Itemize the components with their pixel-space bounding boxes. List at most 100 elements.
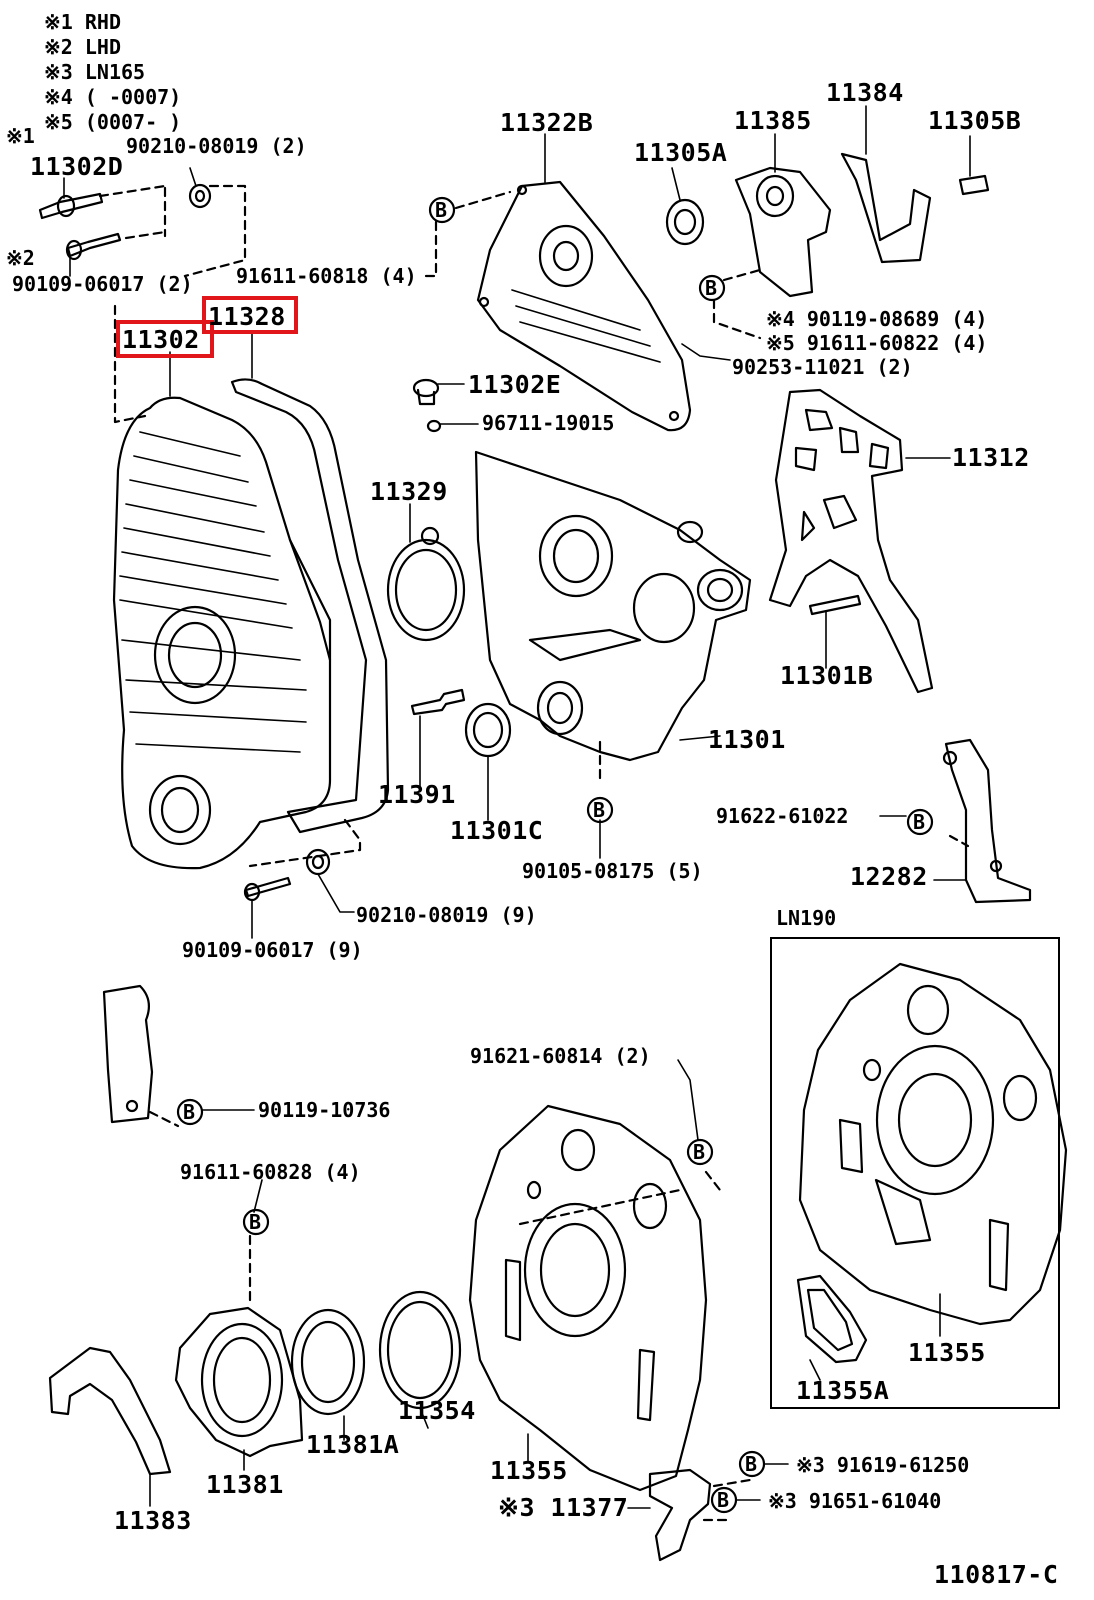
- bracket-11384: [840, 152, 932, 264]
- plug-96711: [426, 419, 442, 433]
- end-plate-11355-inset: [798, 962, 1068, 1326]
- gasket-11312: [768, 388, 934, 694]
- part-label-11312: 11312: [952, 443, 1030, 472]
- dashed-leaders-top-left: [98, 184, 247, 424]
- washer-90210-bottom: [305, 848, 331, 876]
- inset-box-ln190: [770, 937, 1060, 1409]
- washer-90210-top: [188, 183, 212, 209]
- bracket-lower-left: [102, 984, 154, 1124]
- part-label-11384: 11384: [826, 78, 904, 107]
- highlight-box-11328: [202, 296, 298, 334]
- inset-title: LN190: [776, 906, 837, 930]
- dashed-leader-cover-bottom: [248, 818, 362, 868]
- retainer-11381: [174, 1306, 304, 1458]
- part-label-11381: 11381: [206, 1470, 284, 1499]
- note-line: ※5 (0007- ): [44, 110, 182, 134]
- part-label-11305b: 11305B: [928, 106, 1022, 135]
- part-label-91619-61250: ※3 91619-61250: [796, 1453, 970, 1477]
- part-label-11328: 11328: [208, 302, 286, 331]
- stud-11301b: [808, 594, 862, 616]
- plug-11302e: [412, 378, 440, 406]
- callout-b-11381: B: [249, 1210, 262, 1234]
- bolt-11391: [410, 688, 466, 716]
- bracket-11377: [648, 1468, 712, 1562]
- callout-b-11355: B: [693, 1140, 706, 1164]
- part-label-11302d: 11302D: [30, 152, 124, 181]
- seal-11301c: [464, 702, 512, 758]
- retainer-11383: [48, 1346, 172, 1476]
- cover-plate-11322b: [476, 180, 692, 432]
- part-label-11329: 11329: [370, 477, 448, 506]
- dashed-leader-bracket: [148, 1110, 180, 1128]
- bracket-12282: [942, 738, 1032, 904]
- part-label-90253-11021: 90253-11021 (2): [732, 355, 913, 379]
- part-label-90210-08019-bottom: 90210-08019 (9): [356, 903, 537, 927]
- note-line: ※2 LHD: [44, 35, 121, 59]
- part-label-11301c: 11301C: [450, 816, 544, 845]
- end-plate-11355: [468, 1104, 708, 1492]
- part-label-11355: 11355: [490, 1456, 568, 1485]
- dashed-leader-11377: [702, 1478, 752, 1522]
- callout-b-11322b: B: [435, 198, 448, 222]
- part-label-11305a: 11305A: [634, 138, 728, 167]
- part-label-91611-60828: 91611-60828 (4): [180, 1160, 361, 1184]
- part-label-11355a: 11355A: [796, 1376, 890, 1405]
- seal-11381a: [290, 1308, 366, 1416]
- part-label-11355-inset: 11355: [908, 1338, 986, 1367]
- part-label-11302: 11302: [122, 325, 200, 354]
- part-label-11391: 11391: [378, 780, 456, 809]
- seal-11305a: [665, 198, 705, 246]
- part-label-90109-06017-top: 90109-06017 (2): [12, 272, 193, 296]
- part-label-11383: 11383: [114, 1506, 192, 1535]
- part-label-11385: 11385: [734, 106, 812, 135]
- part-label-12282: 12282: [850, 862, 928, 891]
- part-label-90119-08689: ※4 90119-08689 (4): [766, 307, 988, 331]
- note-line: ※3 LN165: [44, 60, 146, 84]
- timing-case-11301: [474, 450, 752, 762]
- seal-11354: [378, 1290, 462, 1410]
- part-label-90119-10736: 90119-10736: [258, 1098, 391, 1122]
- part-label-91622-61022: 91622-61022: [716, 804, 849, 828]
- part-label-91611-60818: 91611-60818 (4): [236, 264, 417, 288]
- part-label-90105-08175: 90105-08175 (5): [522, 859, 703, 883]
- dashed-leader-11322b: [424, 190, 512, 278]
- seal-11329: [386, 526, 466, 642]
- part-label-11377: ※3 11377: [498, 1493, 629, 1522]
- pin-11305b: [958, 174, 990, 196]
- part-label-90210-08019-top: 90210-08019 (2): [126, 134, 307, 158]
- dashed-leader-11385: [712, 268, 762, 340]
- part-label-91651-61040: ※3 91651-61040: [768, 1489, 942, 1513]
- callout-b-bracket: B: [183, 1100, 196, 1124]
- callout-b-12282: B: [913, 810, 926, 834]
- part-label-91611-60822: ※5 91611-60822 (4): [766, 331, 988, 355]
- dashed-leader-12282: [948, 834, 970, 848]
- note-mark-2: ※2: [6, 246, 35, 270]
- callout-b-11301: B: [593, 798, 606, 822]
- bolt-90109-top: [65, 232, 122, 261]
- part-label-90109-06017-bottom: 90109-06017 (9): [182, 938, 363, 962]
- gasket-11355a: [796, 1274, 868, 1364]
- part-label-11301: 11301: [708, 725, 786, 754]
- gasket-11328: [230, 378, 390, 834]
- callout-circles: [176, 196, 934, 1514]
- retainer-11385: [734, 166, 832, 298]
- note-mark-1: ※1: [6, 124, 35, 148]
- dashed-leader-11355: [518, 1170, 722, 1226]
- callout-b-91619: B: [745, 1452, 758, 1476]
- callout-b-91651: B: [717, 1488, 730, 1512]
- bolt-90109-bottom: [243, 876, 292, 902]
- timing-cover-11302: [112, 396, 332, 870]
- part-label-11302e: 11302E: [468, 370, 562, 399]
- callout-b-11385: B: [705, 276, 718, 300]
- part-label-11381a: 11381A: [306, 1430, 400, 1459]
- note-line: ※4 ( -0007): [44, 85, 182, 109]
- part-label-11354: 11354: [398, 1396, 476, 1425]
- diagram-code: 110817-C: [934, 1560, 1059, 1589]
- note-line: ※1 RHD: [44, 10, 121, 34]
- part-label-11301b: 11301B: [780, 661, 874, 690]
- part-label-11322b: 11322B: [500, 108, 594, 137]
- leader-lines: [63, 105, 971, 1509]
- highlight-box-11302: [116, 320, 214, 358]
